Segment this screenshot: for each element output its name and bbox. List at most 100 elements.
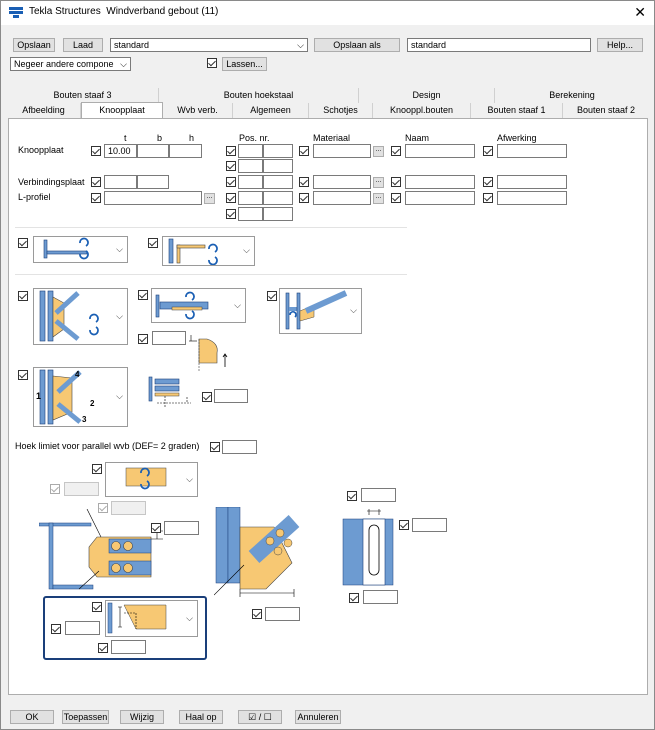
conn-plate-finish-input[interactable]	[497, 175, 567, 189]
l-profile-pos2-prefix-input[interactable]	[238, 207, 263, 221]
l-profile-pos2-start-input[interactable]	[263, 207, 293, 221]
tab-bouten-hoekstaal[interactable]: Bouten hoekstaal	[159, 88, 359, 103]
ok-button[interactable]: OK	[10, 710, 54, 724]
gusset-t-input[interactable]: 10.00	[104, 144, 137, 158]
option-checkbox[interactable]	[50, 484, 60, 494]
option-checkbox[interactable]	[148, 238, 158, 248]
l-profile-material-browse-button[interactable]: ...	[373, 193, 384, 204]
conn-plate-name-checkbox[interactable]	[391, 177, 401, 187]
slot-extra-input[interactable]	[412, 518, 447, 532]
option-checkbox[interactable]	[151, 523, 161, 533]
angle-limit-checkbox[interactable]	[210, 442, 220, 452]
option-checkbox[interactable]	[347, 491, 357, 501]
conn-plate-checkbox[interactable]	[91, 177, 101, 187]
l-profile-name-checkbox[interactable]	[391, 193, 401, 203]
slot-length-input[interactable]	[363, 590, 398, 604]
l-profile-input[interactable]	[104, 191, 202, 205]
conn-plate-material-input[interactable]	[313, 175, 371, 189]
tab-wvb-verb[interactable]: Wvb verb.	[163, 103, 233, 118]
chamfer-size-input[interactable]	[152, 331, 186, 345]
option-checkbox[interactable]	[349, 593, 359, 603]
save-button[interactable]: Opslaan	[13, 38, 55, 52]
option-checkbox[interactable]	[18, 291, 28, 301]
conn-plate-finish-checkbox[interactable]	[483, 177, 493, 187]
gusset-name-checkbox[interactable]	[391, 146, 401, 156]
conn-plate-b-input[interactable]	[137, 175, 169, 189]
preset-select[interactable]: standard⌵	[110, 38, 308, 52]
option-checkbox[interactable]	[252, 609, 262, 619]
disabled-input[interactable]	[64, 482, 99, 496]
tab-schotjes[interactable]: Schotjes	[309, 103, 373, 118]
cut-size-input[interactable]	[65, 621, 100, 635]
l-profile-checkbox[interactable]	[91, 193, 101, 203]
option-checkbox[interactable]	[98, 503, 108, 513]
beam-orientation-select[interactable]: ⌵	[279, 288, 362, 334]
gusset-pos2-prefix-input[interactable]	[238, 159, 263, 173]
gusset-material-browse-button[interactable]: ...	[373, 146, 384, 157]
gusset-pos2-checkbox[interactable]	[226, 161, 236, 171]
option-checkbox[interactable]	[202, 392, 212, 402]
l-profile-material-checkbox[interactable]	[299, 193, 309, 203]
apply-button[interactable]: Toepassen	[62, 710, 109, 724]
gusset-finish-checkbox[interactable]	[483, 146, 493, 156]
tab-bouten-staaf-1[interactable]: Bouten staaf 1	[471, 103, 563, 118]
gusset-b-input[interactable]	[137, 144, 169, 158]
plate-shape-select[interactable]: 1 4 2 3 ⌵	[33, 367, 128, 427]
gusset-material-input[interactable]	[313, 144, 371, 158]
option-checkbox[interactable]	[138, 334, 148, 344]
option-checkbox[interactable]	[92, 464, 102, 474]
slot-width-input[interactable]	[361, 488, 396, 502]
gusset-pos-prefix-input[interactable]	[238, 144, 263, 158]
option-checkbox[interactable]	[399, 520, 409, 530]
angle-limit-input[interactable]	[222, 440, 257, 454]
plate-connection-select[interactable]: ⌵	[151, 288, 246, 323]
conn-plate-material-checkbox[interactable]	[299, 177, 309, 187]
disabled-input[interactable]	[111, 501, 146, 515]
l-profile-type-select[interactable]: ⌵	[162, 236, 255, 266]
l-profile-pos-prefix-input[interactable]	[238, 191, 263, 205]
option-checkbox[interactable]	[92, 602, 102, 612]
option-checkbox[interactable]	[18, 370, 28, 380]
tab-afbeelding[interactable]: Afbeelding	[7, 103, 81, 118]
save-as-name-input[interactable]: standard	[407, 38, 591, 52]
conn-plate-pos-start-input[interactable]	[263, 175, 293, 189]
option-checkbox[interactable]	[51, 624, 61, 634]
tab-design[interactable]: Design	[359, 88, 495, 103]
option-checkbox[interactable]	[267, 291, 277, 301]
save-as-button[interactable]: Opslaan als	[314, 38, 400, 52]
load-button[interactable]: Laad	[63, 38, 103, 52]
option-checkbox[interactable]	[138, 290, 148, 300]
tab-berekening[interactable]: Berekening	[549, 90, 595, 100]
tab-knooppl-bouten[interactable]: Knooppl.bouten	[373, 103, 471, 118]
option-checkbox[interactable]	[98, 643, 108, 653]
gusset-material-checkbox[interactable]	[299, 146, 309, 156]
l-profile-finish-input[interactable]	[497, 191, 567, 205]
plate-edge-select[interactable]: ⌵	[105, 462, 198, 497]
conn-plate-pos-checkbox[interactable]	[226, 177, 236, 187]
modify-button[interactable]: Wijzig	[120, 710, 164, 724]
conn-plate-name-input[interactable]	[405, 175, 475, 189]
gusset-name-input[interactable]	[405, 144, 475, 158]
get-button[interactable]: Haal op	[179, 710, 223, 724]
gusset-type-select[interactable]: ⌵	[33, 236, 128, 263]
gusset-checkbox[interactable]	[91, 146, 101, 156]
option-checkbox[interactable]	[18, 238, 28, 248]
l-profile-finish-checkbox[interactable]	[483, 193, 493, 203]
welds-button[interactable]: Lassen...	[222, 57, 267, 71]
l-profile-material-input[interactable]	[313, 191, 371, 205]
conn-plate-t-input[interactable]	[104, 175, 137, 189]
l-profile-name-input[interactable]	[405, 191, 475, 205]
tab-bouten-staaf-2[interactable]: Bouten staaf 2	[576, 105, 636, 115]
plate-cut-select[interactable]: ⌵	[105, 600, 198, 637]
help-button[interactable]: Help...	[597, 38, 643, 52]
cancel-button[interactable]: Annuleren	[295, 710, 341, 724]
l-profile-pos2-checkbox[interactable]	[226, 209, 236, 219]
gusset-pos-checkbox[interactable]	[226, 146, 236, 156]
gusset-offset-input[interactable]	[265, 607, 300, 621]
tab-algemeen[interactable]: Algemeen	[233, 103, 309, 118]
ignore-components-select[interactable]: Negeer andere compone⌵	[10, 57, 131, 71]
conn-plate-pos-prefix-input[interactable]	[238, 175, 263, 189]
cut-distance-input[interactable]	[111, 640, 146, 654]
welds-checkbox[interactable]	[207, 58, 217, 68]
gusset-h-input[interactable]	[169, 144, 202, 158]
